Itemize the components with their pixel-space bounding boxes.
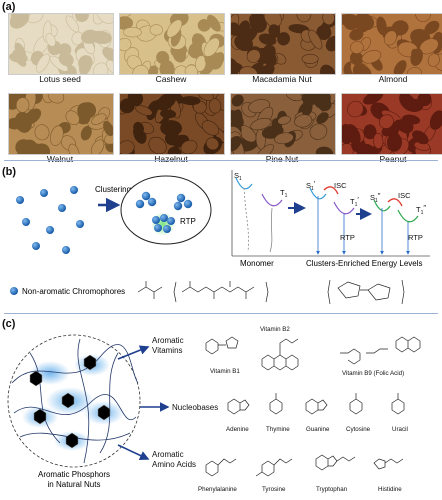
isc-label-2: ISC <box>398 191 411 200</box>
legend-label: Non-aromatic Chromophores <box>22 287 125 296</box>
t1pp-label: T1″ <box>416 203 426 216</box>
amino-phenylalanine: Phenylalanine <box>198 486 237 493</box>
clustering-label: Clustering <box>95 185 131 194</box>
panel-a-label: (a) <box>2 1 16 13</box>
panel-c-label: (c) <box>2 318 16 330</box>
divider-b-c <box>4 313 438 314</box>
nut-caption: Walnut <box>46 154 74 164</box>
nut-caption: Peanut <box>379 154 407 164</box>
phosphor-caption-1: Aromatic Phosphors <box>38 470 110 479</box>
nut-caption: Macadamia Nut <box>252 74 312 84</box>
phosphor-caption-2: in Natural Nuts <box>48 480 101 489</box>
base-adenine: Adenine <box>226 426 249 433</box>
energy-level-diagram <box>231 170 430 257</box>
vitamin-b2: Vitamin B2 <box>260 326 290 333</box>
nut-photo <box>119 13 225 75</box>
nut-photo <box>341 13 442 75</box>
base-thymine: Thymine <box>266 426 290 433</box>
chromophore-structures <box>137 279 405 305</box>
isc-label-1: ISC <box>334 181 347 190</box>
nut-caption: Cashew <box>155 74 187 84</box>
rtp-label-1: RTP <box>340 233 355 242</box>
cat-amino-1: Aromatic <box>152 450 184 459</box>
nut-caption: Lotus seed <box>39 74 81 84</box>
vitamin-b1: Vitamin B1 <box>210 368 240 375</box>
base-guanine: Guanine <box>306 426 330 433</box>
t1p-label: T1′ <box>350 195 359 208</box>
monomer-label: Monomer <box>240 259 274 268</box>
nut-photo <box>119 93 225 155</box>
base-cytosine: Cytosine <box>346 426 371 433</box>
amino-histidine: Histidine <box>378 486 402 493</box>
molecule-sketches <box>205 336 421 477</box>
cluster-balls <box>135 191 193 236</box>
cat-nucleobases: Nucleobases <box>172 403 218 412</box>
panel-b-label: (b) <box>2 166 17 178</box>
s1p-label: S1′ <box>306 179 316 192</box>
vitamin-b9: Vitamin B9 (Folic Acid) <box>342 370 404 377</box>
nut-photo <box>230 93 336 155</box>
rtp-label-2: RTP <box>408 233 423 242</box>
nut-photo <box>8 93 114 155</box>
nut-photo <box>230 13 336 75</box>
s1-label: S1 <box>234 171 242 182</box>
phosphor-network <box>7 334 141 468</box>
nut-caption: Pine Nut <box>265 154 299 164</box>
nut-photo <box>8 13 114 75</box>
panel-b-figure: Clustering RTP <box>10 170 430 305</box>
nut-photo <box>341 93 442 155</box>
nut-caption: Almond <box>378 74 408 84</box>
panel-c-figure: Aromatic Phosphors in Natural Nuts Aroma… <box>7 326 421 493</box>
cat-vitamins-2: Vitamins <box>152 346 183 355</box>
rtp-cluster-label: RTP <box>180 217 196 226</box>
base-uracil: Uracil <box>392 426 408 433</box>
divider-a-b <box>4 160 438 161</box>
s1pp-label: S1″ <box>370 191 381 204</box>
cat-amino-2: Amino Acids <box>152 460 196 469</box>
amino-tyrosine: Tyrosine <box>262 486 286 493</box>
chromophore-legend-dot <box>10 287 18 295</box>
amino-tryptophan: Tryptophan <box>316 486 348 493</box>
monomer-dots <box>16 186 84 254</box>
cat-vitamins-1: Aromatic <box>152 336 184 345</box>
nut-caption: Hazelnut <box>154 154 188 164</box>
t1-label: T1 <box>280 188 288 199</box>
clusters-label: Clusters-Enriched Energy Levels <box>306 259 423 268</box>
